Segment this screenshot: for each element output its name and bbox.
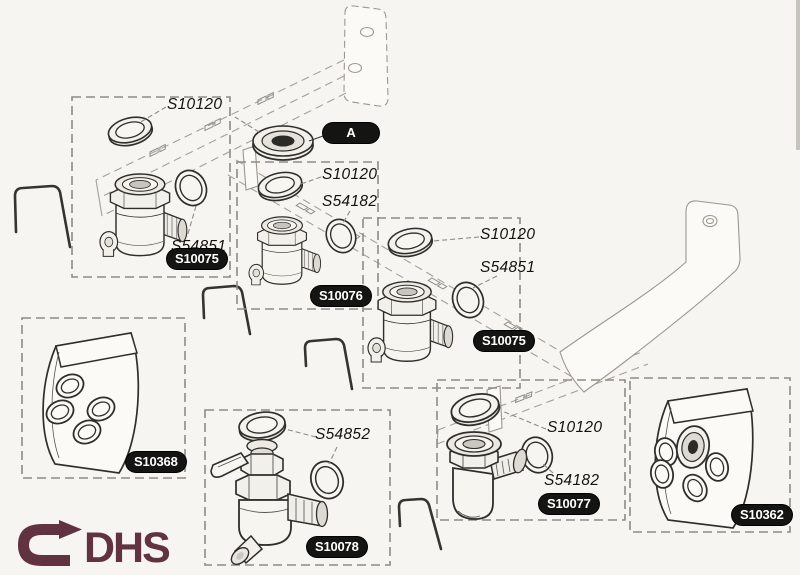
sealing-washer	[320, 213, 362, 259]
label-s10120-kit-middle: S10120	[322, 166, 378, 183]
mounting-bracket	[95, 5, 741, 445]
fibre-washer	[236, 408, 288, 445]
lever-valve	[210, 438, 329, 565]
label-s54182-kit-middle: S54182	[322, 193, 378, 210]
badge-s10078-kit-lever: S10078	[307, 537, 367, 557]
retaining-clip	[13, 184, 72, 249]
panel-box-bag-left	[21, 317, 186, 479]
panel-box-kit-middle	[236, 161, 379, 310]
panel-box-bag-right	[629, 377, 791, 533]
label-s54852-kit-lever: S54852	[315, 426, 371, 443]
retaining-clip	[201, 284, 252, 336]
sealing-washer	[169, 164, 213, 212]
washer-pack	[647, 388, 754, 529]
label-s10120-kit-left: S10120	[167, 96, 223, 113]
label-s10120-kit-elbow: S10120	[547, 419, 603, 436]
filter-washer-a	[252, 125, 314, 161]
dhs-logo-arrow-icon	[18, 524, 70, 566]
badge-s10075-kit-right: S10075	[474, 331, 534, 351]
bracket-arm	[559, 200, 741, 393]
isolating-valve	[248, 216, 322, 286]
label-s54182-kit-elbow: S54182	[544, 472, 600, 489]
dhs-logo-text: DHS	[84, 524, 169, 570]
panel-box-kit-left	[71, 96, 231, 278]
sealing-washer	[304, 455, 350, 505]
badge-s10362-bag-right: S10362	[732, 505, 792, 525]
fibre-washer	[385, 223, 436, 262]
badge-callout-a: A	[323, 123, 379, 143]
badge-s10368-bag-left: S10368	[126, 452, 186, 472]
scan-edge	[796, 0, 800, 150]
retaining-clip	[303, 337, 354, 391]
bracket-plate	[343, 5, 389, 107]
badge-s10075-kit-left: S10075	[167, 249, 227, 269]
sealing-washer	[446, 276, 490, 324]
leader-lines	[138, 106, 554, 474]
fibre-washer	[255, 167, 306, 206]
fibre-washer	[104, 112, 156, 151]
retaining-clip	[397, 497, 443, 551]
elbow-valve	[446, 431, 528, 520]
bearing-washer	[675, 425, 711, 469]
label-s10120-kit-right: S10120	[480, 226, 536, 243]
panel-box-kit-elbow	[436, 379, 626, 521]
dhs-logo-arrowhead-icon	[59, 520, 82, 539]
badge-s10076-kit-middle: S10076	[311, 286, 371, 306]
panel-box-kit-lever	[204, 409, 391, 566]
label-s54851-kit-right: S54851	[480, 259, 536, 276]
washer-pack	[41, 332, 140, 474]
isolating-valve	[367, 280, 454, 363]
badge-s10077-kit-elbow: S10077	[539, 494, 599, 514]
